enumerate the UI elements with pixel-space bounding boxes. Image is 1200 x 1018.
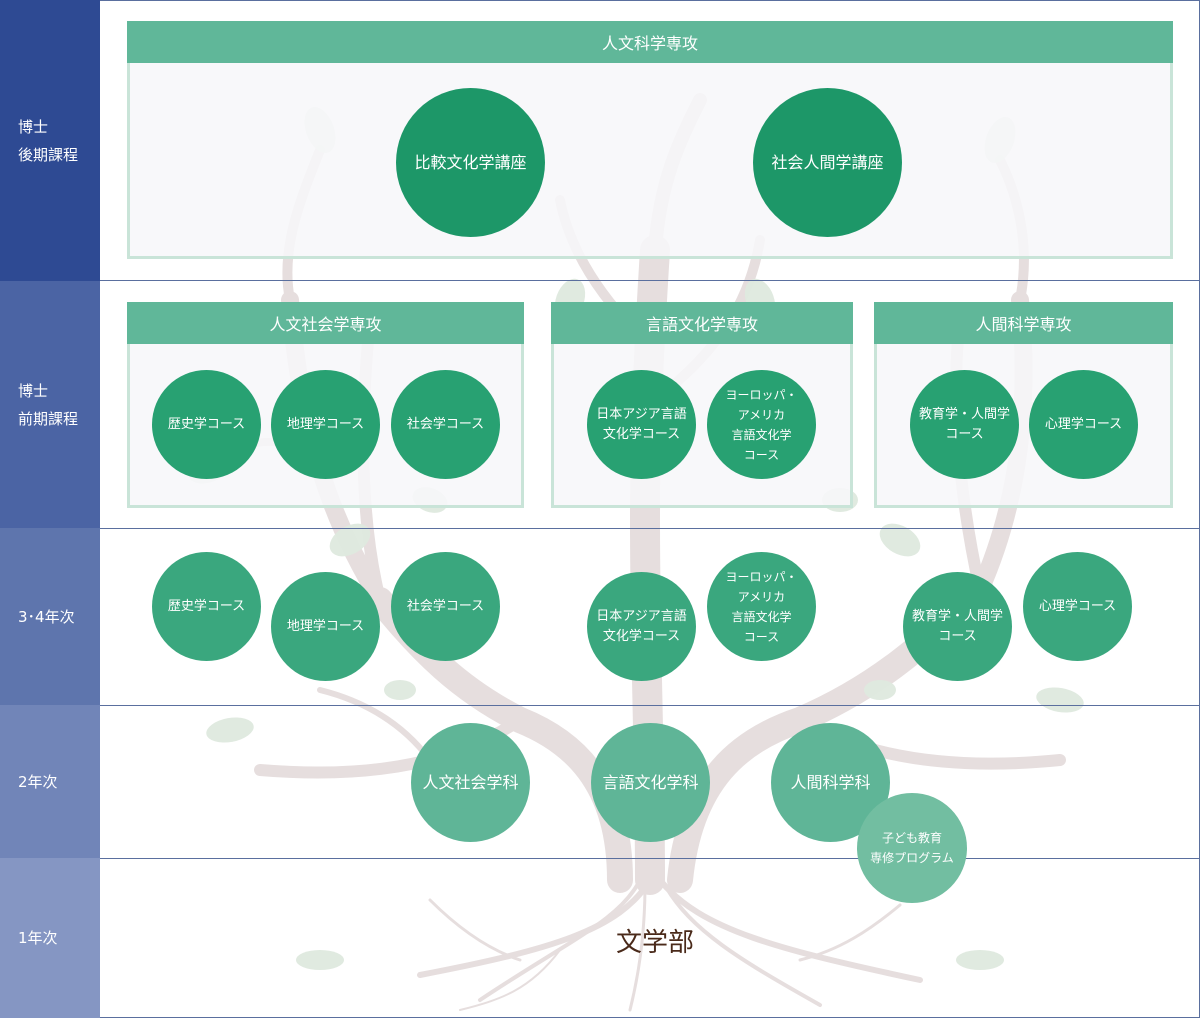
level-label: 2年次 (18, 772, 58, 791)
level-year-1: 1年次 (0, 858, 100, 1018)
level-doctoral-late: 博士 後期課程 (0, 0, 100, 281)
major-header-humanities-social: 人文社会学専攻 (127, 302, 524, 344)
row-divider (100, 858, 1200, 859)
course-japanese-asian: 日本アジア言語 文化学コース (587, 572, 696, 681)
course-geography: 地理学コース (271, 572, 380, 681)
frame-top (100, 0, 1200, 1)
row-divider (100, 280, 1200, 281)
course-euro-american: ヨーロッパ・ アメリカ 言語文化学 コース (707, 370, 816, 479)
course-social-human: 社会人間学講座 (753, 88, 902, 237)
level-label: 博士 前期課程 (18, 381, 79, 428)
course-psychology: 心理学コース (1023, 552, 1132, 661)
course-comparative-culture: 比較文化学講座 (396, 88, 545, 237)
course-geography: 地理学コース (271, 370, 380, 479)
level-year-3-4: 3･4年次 (0, 528, 100, 705)
level-label: 博士 後期課程 (18, 117, 79, 164)
course-psychology: 心理学コース (1029, 370, 1138, 479)
level-label: 1年次 (18, 929, 58, 947)
course-education-humanities: 教育学・人間学 コース (903, 572, 1012, 681)
department-language-culture: 言語文化学科 (591, 723, 710, 842)
course-history: 歴史学コース (152, 552, 261, 661)
major-header-language-culture: 言語文化学専攻 (551, 302, 853, 344)
department-humanities-social: 人文社会学科 (411, 723, 530, 842)
program-child-education: 子ども教育 専修プログラム (857, 793, 967, 903)
row-divider (100, 528, 1200, 529)
course-education-humanities: 教育学・人間学 コース (910, 370, 1019, 479)
level-doctoral-early: 博士 前期課程 (0, 281, 100, 528)
course-history: 歴史学コース (152, 370, 261, 479)
course-sociology: 社会学コース (391, 370, 500, 479)
faculty-title: 文学部 (615, 928, 694, 958)
major-header-humanities: 人文科学専攻 (127, 21, 1173, 63)
course-euro-american: ヨーロッパ・ アメリカ 言語文化学 コース (707, 552, 816, 661)
department-human-science: 人間科学科 (771, 723, 890, 842)
course-japanese-asian: 日本アジア言語 文化学コース (587, 370, 696, 479)
major-header-human-science: 人間科学専攻 (874, 302, 1173, 344)
level-label: 3･4年次 (18, 607, 75, 626)
row-divider (100, 705, 1200, 706)
course-sociology: 社会学コース (391, 552, 500, 661)
level-year-2: 2年次 (0, 705, 100, 858)
